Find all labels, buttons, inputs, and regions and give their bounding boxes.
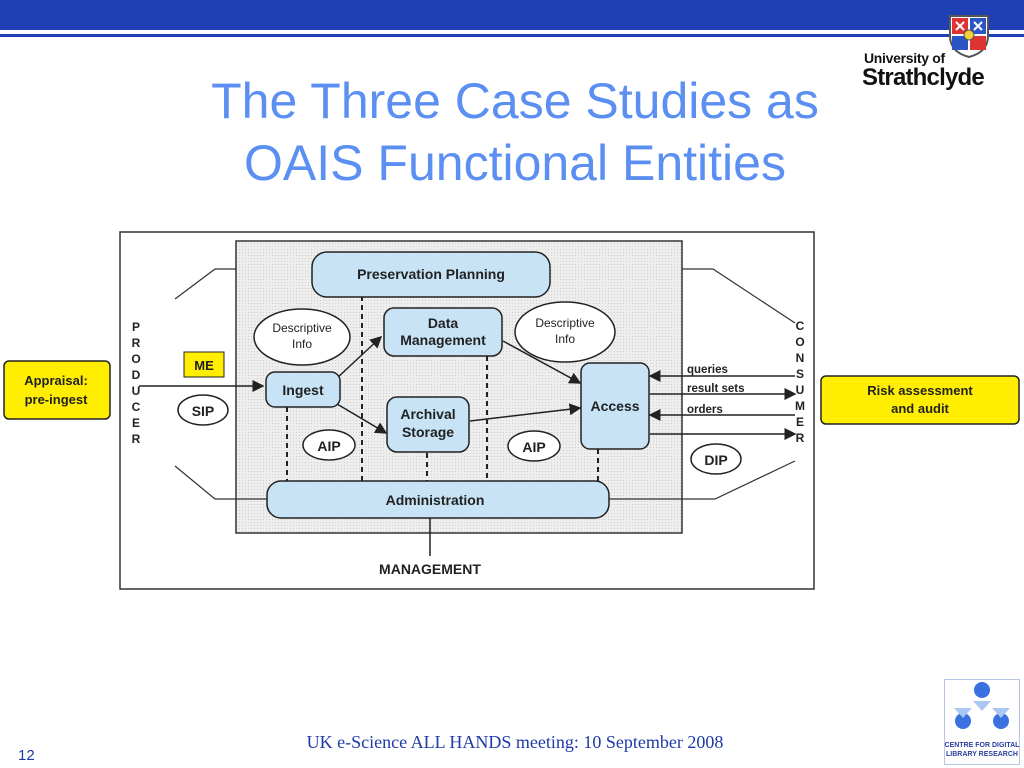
aip-right-badge xyxy=(507,430,561,462)
university-logo-line1: University of xyxy=(864,50,945,66)
management-label: MANAGEMENT xyxy=(379,561,481,577)
access-label: Access xyxy=(590,398,639,414)
administration-label: Administration xyxy=(386,492,485,508)
consumer-letter: S xyxy=(796,367,804,381)
university-crest-icon xyxy=(949,15,989,58)
descriptive-info-right-line2: Info xyxy=(555,332,575,346)
slide-title-line1: The Three Case Studies as xyxy=(211,73,819,129)
archival-storage-line2: Storage xyxy=(402,424,454,440)
cdlr-logo-line1: CENTRE FOR DIGITAL xyxy=(944,742,1020,749)
descriptive-info-right xyxy=(514,301,616,363)
sip-badge xyxy=(177,394,229,426)
university-logo-line2: Strathclyde xyxy=(862,64,985,91)
producer-label: P R O D U C E R xyxy=(131,320,140,446)
result-sets-label: result sets xyxy=(687,383,745,395)
slide-title: The Three Case Studies as OAIS Functiona… xyxy=(120,70,910,194)
administration-box xyxy=(266,480,610,519)
aip-left-label: AIP xyxy=(317,438,340,454)
risk-line2: and audit xyxy=(891,401,949,416)
ingest-box xyxy=(265,371,341,408)
preservation-planning-label: Preservation Planning xyxy=(357,266,505,282)
producer-letter: C xyxy=(132,400,141,414)
top-banner xyxy=(0,0,1024,30)
descriptive-info-left xyxy=(253,308,351,366)
data-management-box xyxy=(383,307,503,357)
sip-label: SIP xyxy=(192,403,215,419)
slide-title-line2: OAIS Functional Entities xyxy=(244,135,786,191)
archival-storage-box xyxy=(386,396,470,453)
page-number: 12 xyxy=(18,747,35,764)
archival-storage-line1: Archival xyxy=(400,406,455,422)
access-box xyxy=(580,362,650,450)
me-highlight xyxy=(183,351,225,378)
aip-right-label: AIP xyxy=(522,439,545,455)
consumer-letter: U xyxy=(796,383,805,397)
consumer-label: C O N S U M E R xyxy=(795,319,805,445)
consumer-letter: N xyxy=(796,351,805,365)
producer-letter: R xyxy=(132,432,141,446)
producer-letter: R xyxy=(132,336,141,350)
top-divider xyxy=(0,34,1024,37)
producer-letter: O xyxy=(131,352,140,366)
aip-left-badge xyxy=(302,429,356,461)
appraisal-box: Appraisal: pre-ingest xyxy=(3,360,111,420)
orders-label: orders xyxy=(687,404,723,416)
descriptive-info-left-line2: Info xyxy=(292,337,312,351)
preservation-planning-box xyxy=(311,251,551,298)
data-management-line2: Management xyxy=(400,332,486,348)
appraisal-line2: pre-ingest xyxy=(25,392,89,407)
footer-text: UK e-Science ALL HANDS meeting: 10 Septe… xyxy=(306,732,724,752)
appraisal-line1: Appraisal: xyxy=(24,373,88,388)
cdlr-logo-icon xyxy=(944,679,1020,765)
consumer-letter: O xyxy=(795,335,804,349)
risk-line1: Risk assessment xyxy=(867,383,973,398)
data-management-line1: Data xyxy=(428,315,459,331)
consumer-letter: C xyxy=(796,319,805,333)
producer-letter: P xyxy=(132,320,140,334)
dip-label: DIP xyxy=(704,452,727,468)
queries-label: queries xyxy=(687,364,728,376)
producer-letter: D xyxy=(132,368,141,382)
consumer-letter: E xyxy=(796,415,804,429)
cdlr-logo-line2: LIBRARY RESEARCH xyxy=(946,751,1018,758)
producer-letter: U xyxy=(132,384,141,398)
descriptive-info-right-line1: Descriptive xyxy=(535,316,595,330)
producer-letter: E xyxy=(132,416,140,430)
oais-diagram: P R O D U C E R C O N S U M E R xyxy=(119,231,815,590)
descriptive-info-left-line1: Descriptive xyxy=(272,321,332,335)
me-label: ME xyxy=(194,358,214,373)
consumer-letter: R xyxy=(796,431,805,445)
ingest-label: Ingest xyxy=(282,382,324,398)
consumer-letter: M xyxy=(795,399,805,413)
dip-badge xyxy=(690,443,742,475)
risk-assessment-box: Risk assessment and audit xyxy=(820,375,1020,425)
